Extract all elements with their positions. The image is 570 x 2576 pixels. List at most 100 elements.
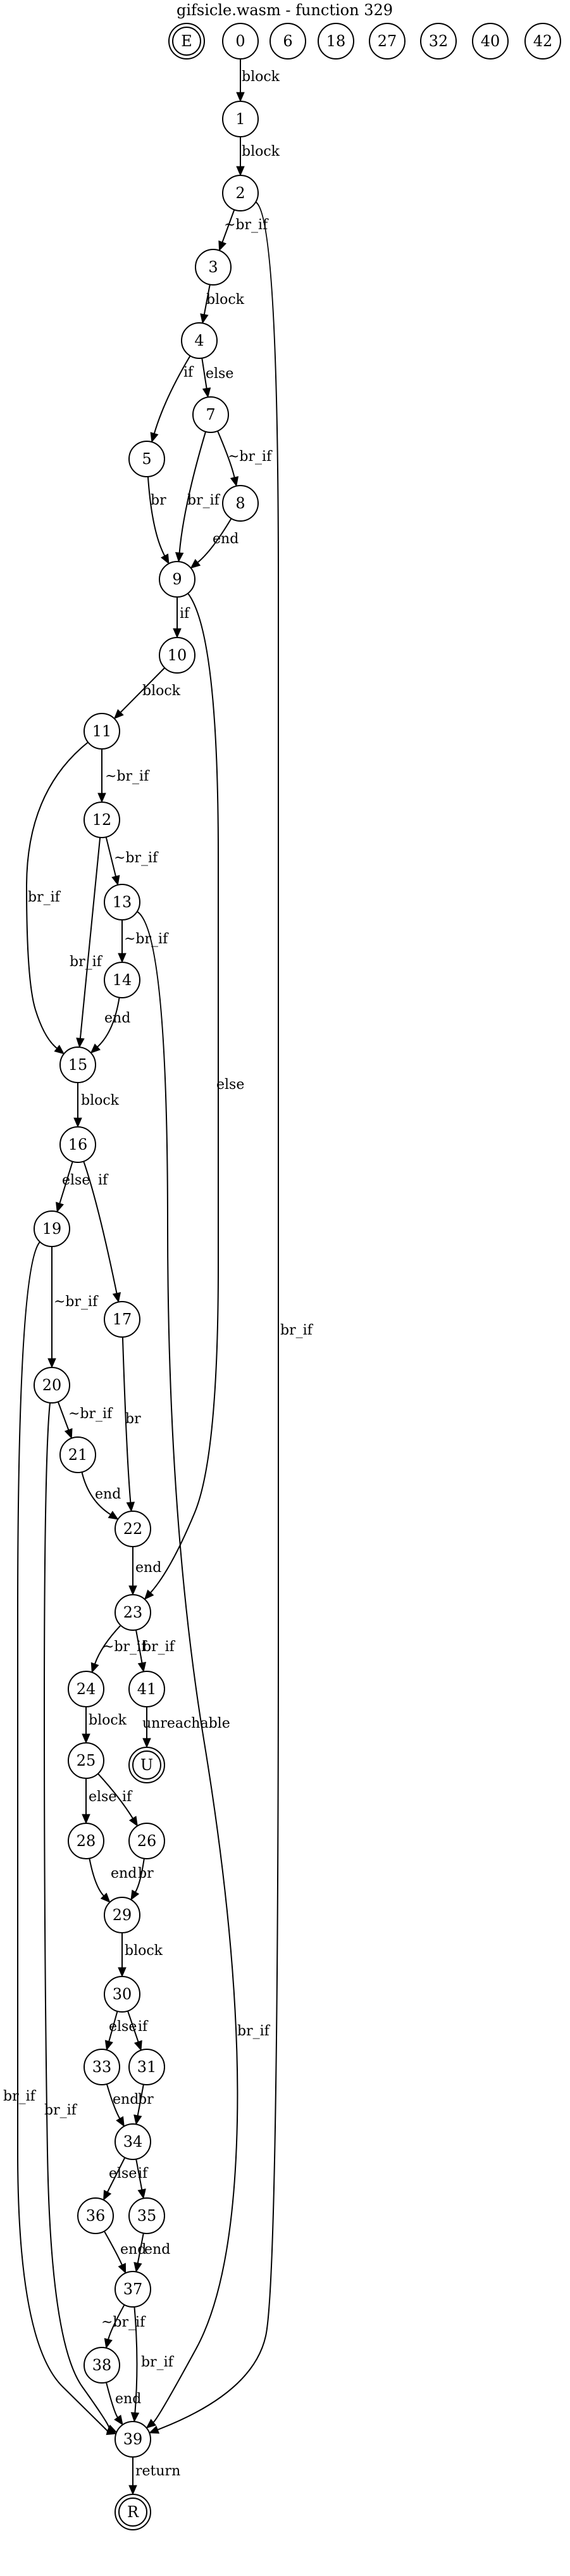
edge-7-9: br_if [175,431,221,563]
edge-25-26: if [97,1773,138,1827]
edge-8-9: end [190,518,239,569]
edge-35-37: end [133,2233,170,2273]
edge-line [79,837,101,1039]
node-circle [222,175,259,211]
edge-16-19: else [56,1161,90,1213]
node-35: 35 [128,2197,165,2234]
arrow-head-icon [111,875,120,886]
node-21: 21 [59,1436,96,1473]
edge-label: else [109,2019,137,2035]
arrow-head-icon [128,1816,138,1827]
node-circle [77,2197,114,2234]
edge-line [121,1336,132,1503]
edge-label: end [95,1486,121,1502]
edge-label: br [138,2092,154,2108]
edge-line [133,2306,138,2413]
edge-label: end [104,1010,130,1026]
node-8: 8 [222,485,259,522]
arrow-head-icon [173,628,182,639]
edge-label: block [142,683,181,699]
node-label: 11 [92,722,112,740]
node-label: 16 [68,1136,88,1153]
edge-25-28: else [82,1778,116,1825]
edge-34-35: if [135,2159,149,2199]
node-34: 34 [115,2123,151,2160]
node-label: 17 [113,1310,132,1328]
node-inner-ring [172,27,201,56]
edge-4-7: else [201,358,233,398]
edge-line [217,430,235,478]
edge-line [81,1472,111,1516]
arrow-head-icon [54,1045,65,1055]
edge-line [157,201,280,2430]
edge-31-34: br [133,2084,154,2125]
edge-label: end [111,1866,137,1882]
edge-23-41: br_if [135,1630,176,1673]
node-circle [128,1823,165,1859]
node-11: 11 [84,713,120,750]
edge-21-22: end [81,1472,121,1520]
edge-label: block [206,292,245,308]
node-10: 10 [159,637,195,674]
edge-10-11: block [113,667,181,720]
node-label: 14 [113,971,132,989]
edge-label: ~br_if [105,769,150,784]
node-14: 14 [104,962,140,998]
edge-label: if [138,2019,149,2035]
edge-37-39: br_if [130,2306,175,2423]
node-circle [104,1976,140,2013]
edge-24-25: block [82,1707,127,1744]
edge-line [150,593,220,1593]
node-circle [472,23,509,60]
edge-label: br [151,493,166,508]
arrow-head-icon [73,1117,82,1128]
arrow-head-icon [97,793,106,803]
node-circle [318,23,354,60]
edge-label: end [135,1560,161,1576]
node-circle [84,713,120,750]
edge-label: else [216,1077,244,1093]
edge-line [89,1858,104,1897]
node-label: 41 [137,1680,157,1698]
node-label: 5 [142,450,151,468]
node-circle [192,396,229,433]
edge-line [135,2159,143,2190]
edge-line [135,1630,143,1663]
edge-label: ~br_if [101,2315,146,2330]
edge-label: br_if [3,2089,37,2104]
edge-2-3: ~br_if [218,209,269,251]
arrow-head-icon [118,2263,127,2274]
node-13: 13 [104,884,140,920]
edge-30-31: if [127,2011,149,2051]
node-circle [222,485,259,522]
edge-11-12: ~br_if [97,749,150,803]
edge-39-R: return [128,2457,180,2496]
node-32: 32 [420,23,457,60]
node-label: 6 [283,32,292,50]
node-circle [84,801,120,838]
arrow-head-icon [108,1511,119,1520]
arrow-head-icon [112,1292,121,1303]
edge-label: ~br_if [224,217,269,233]
node-16: 16 [59,1126,96,1163]
node-label: 38 [92,2356,112,2374]
arrow-head-icon [130,2412,140,2423]
arrow-head-icon [230,476,239,487]
edge-5-9: br [147,476,170,565]
edge-1-2: block [236,137,280,177]
node-circle [420,23,457,60]
edge-label: if [183,365,194,380]
edge-label: br [138,1866,154,1882]
edge-line [203,284,211,315]
node-label: 0 [235,32,245,50]
arrow-head-icon [82,1814,90,1825]
edge-20-21: ~br_if [57,1401,113,1439]
node-R: R [115,2494,151,2530]
node-0: 0 [222,23,259,60]
arrow-head-icon [103,2190,112,2201]
node-20: 20 [34,1367,70,1404]
edge-label: else [62,1172,90,1188]
edge-label: br [125,1411,141,1427]
node-circle [115,1594,151,1631]
